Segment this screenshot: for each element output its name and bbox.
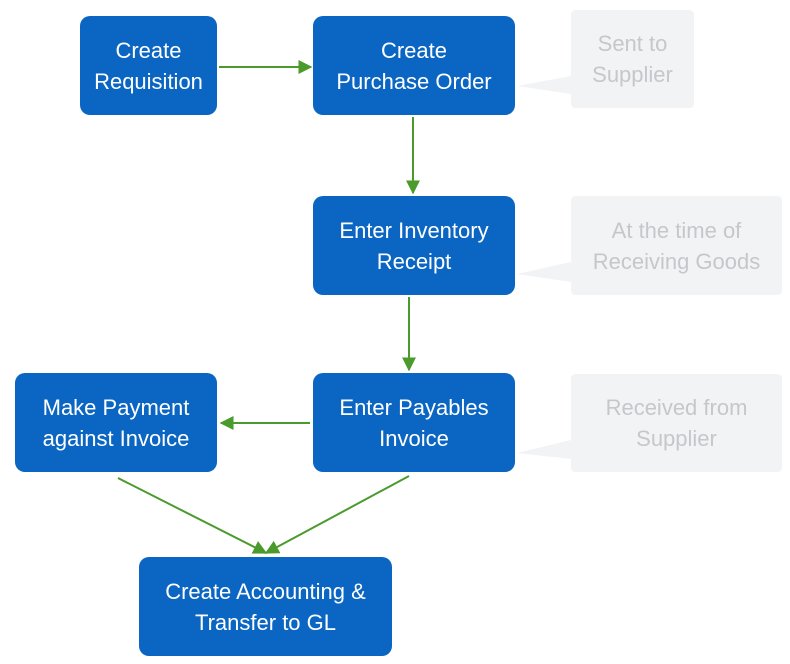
node-make-payment: Make Payment against Invoice [15,373,217,472]
node-enter-payables-invoice-line2: Invoice [379,425,449,451]
node-create-accounting: Create Accounting & Transfer to GL [139,557,392,656]
node-create-requisition-line1: Create [115,37,182,63]
node-make-payment-label: Make Payment against Invoice [37,392,196,454]
node-create-requisition-label: Create Requisition [88,35,209,97]
node-create-accounting-line2: Transfer to GL [194,609,336,635]
node-make-payment-line1: Make Payment [42,394,190,420]
node-enter-inventory-receipt-line2: Receipt [376,248,452,274]
callout-received-from-supplier-label: Received from Supplier [606,392,748,454]
callout-sent-to-supplier-line2: Supplier [592,62,673,87]
node-create-purchase-order-line2: Purchase Order [336,68,492,94]
callout-received-from-supplier-line1: Received from [605,395,748,420]
node-create-accounting-line1: Create Accounting & [165,578,366,604]
connector-invoice-to-accounting [264,475,410,554]
callout-sent-to-supplier-shape [517,10,694,108]
node-create-purchase-order-label: Create Purchase Order [330,35,497,97]
node-create-accounting-label: Create Accounting & Transfer to GL [159,576,372,638]
node-enter-payables-invoice-label: Enter Payables Invoice [333,392,494,454]
node-enter-inventory-receipt-line1: Enter Inventory [339,217,489,243]
callout-sent-to-supplier-line1: Sent to [597,31,668,56]
node-enter-inventory-receipt: Enter Inventory Receipt [313,196,515,295]
node-enter-payables-invoice: Enter Payables Invoice [313,373,515,472]
callout-receiving-goods-line2: Receiving Goods [592,248,761,274]
callout-receiving-goods-shape [517,196,782,295]
node-enter-payables-invoice-line1: Enter Payables [339,394,489,420]
node-create-purchase-order: Create Purchase Order [313,16,515,115]
node-make-payment-line2: against Invoice [42,425,190,451]
callout-receiving-goods: At the time of Receiving Goods [571,196,782,295]
callout-received-from-supplier-line2: Supplier [636,426,717,451]
callout-sent-to-supplier-label: Sent to Supplier [592,28,673,90]
node-create-purchase-order-line1: Create [380,37,448,63]
node-create-requisition-line2: Requisition [94,68,203,94]
callout-sent-to-supplier: Sent to Supplier [571,10,694,108]
callout-received-from-supplier-shape [517,374,782,472]
callout-receiving-goods-label: At the time of Receiving Goods [593,215,761,277]
callout-received-from-supplier: Received from Supplier [571,374,782,472]
node-enter-inventory-receipt-label: Enter Inventory Receipt [333,215,494,277]
node-create-requisition: Create Requisition [80,16,217,115]
connector-payment-to-accounting [117,477,268,554]
callout-receiving-goods-line1: At the time of [611,217,742,243]
